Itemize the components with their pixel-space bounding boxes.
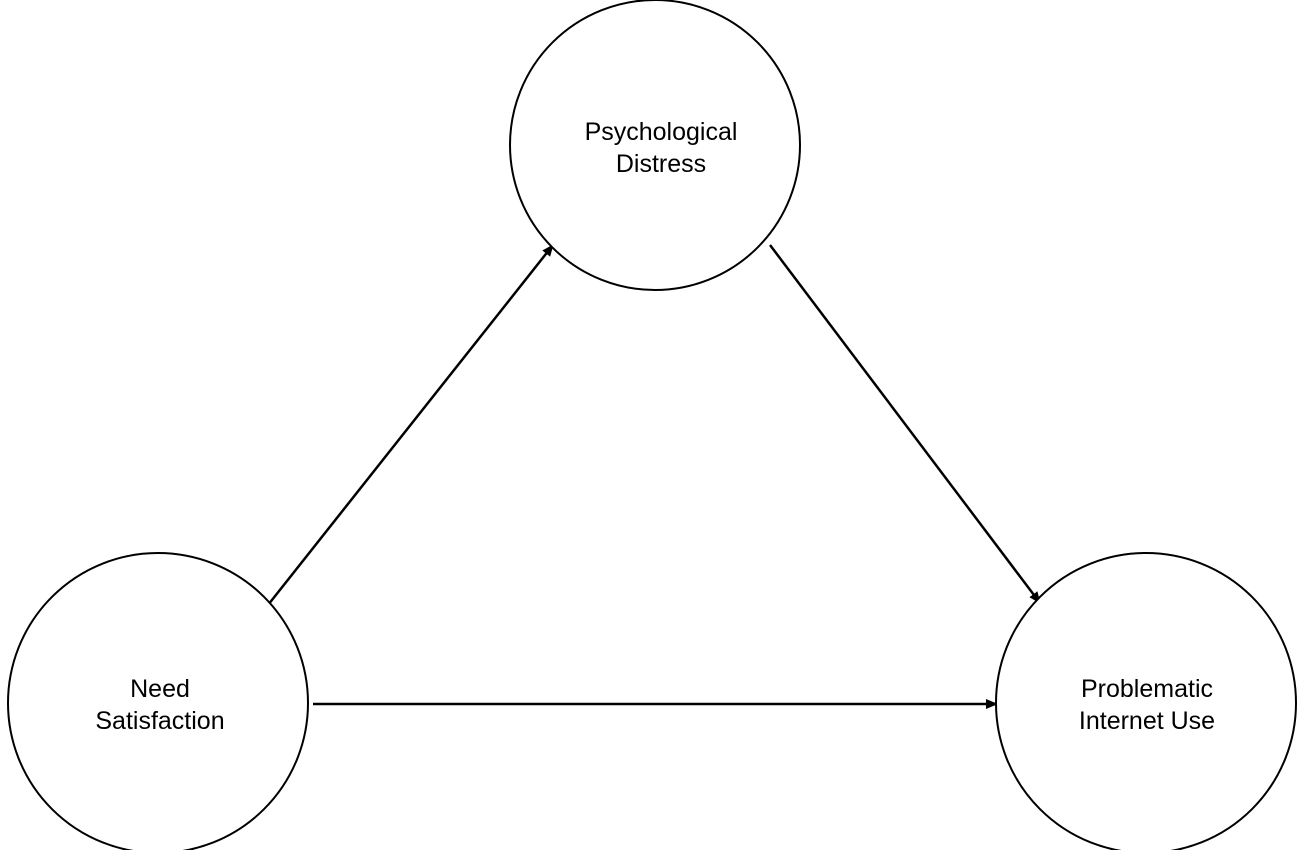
node-label-line2: Distress: [616, 150, 706, 178]
edge-need-to-distress: [267, 244, 554, 606]
node-need-satisfaction: Need Satisfaction: [7, 552, 309, 850]
node-label-line1: Problematic: [1081, 675, 1213, 703]
node-label-line1: Psychological: [585, 118, 738, 146]
node-psychological-distress: Psychological Distress: [509, 0, 801, 291]
node-circle: [509, 0, 801, 291]
node-circle: [7, 552, 309, 850]
node-circle: [995, 552, 1297, 850]
edge-distress-to-piu: [769, 244, 1041, 604]
node-problematic-internet-use: Problematic Internet Use: [995, 552, 1297, 850]
node-label-line2: Internet Use: [1079, 707, 1215, 735]
node-label-line2: Satisfaction: [95, 707, 224, 735]
node-label-line1: Need: [130, 675, 190, 703]
